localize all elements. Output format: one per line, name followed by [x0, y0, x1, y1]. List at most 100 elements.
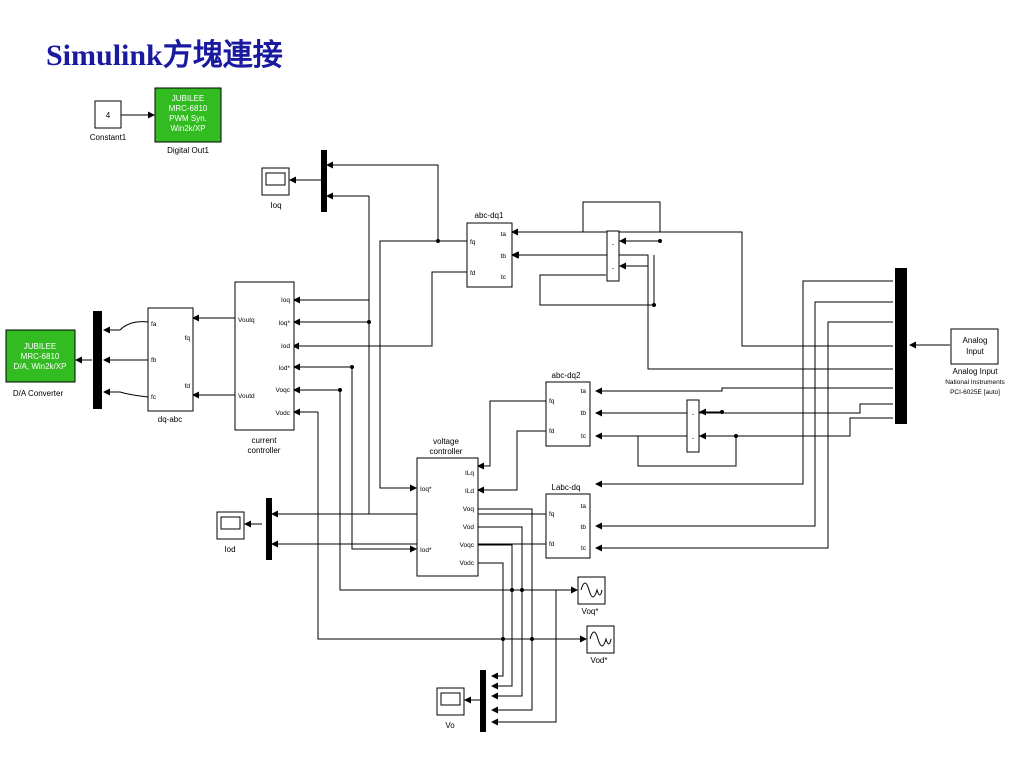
constant1-value: 4: [106, 111, 111, 120]
da-converter-block[interactable]: JUBILEE MRC-6810 D/A, Win2k/XP D/A Conve…: [5, 329, 76, 398]
port-label: Voutd: [238, 393, 255, 400]
iod-scope-label: Iod: [224, 545, 235, 554]
digital-out1-block[interactable]: JUBILEE MRC-6810 PWM Syn. Win2k/XP Digit…: [154, 87, 222, 155]
da-converter-line: MRC-6810: [21, 352, 60, 361]
dq-abc-block[interactable]: fa fb fc fq fd dq-abc: [147, 307, 194, 424]
labc-dq-label: Labc-dq: [552, 483, 581, 492]
vo-mux-bar[interactable]: [480, 670, 486, 732]
scope-screen-icon: [220, 516, 241, 530]
port-label: fq: [470, 239, 476, 246]
port-label: Vodc: [460, 560, 475, 567]
vo-scope-label: Vo: [445, 721, 455, 730]
analog-demux-bar[interactable]: [895, 268, 907, 424]
current-controller-label: controller: [248, 446, 281, 455]
port-label: Ioq*: [420, 486, 432, 493]
minus-sign: -: [612, 241, 614, 248]
port-label: tb: [581, 410, 587, 417]
analog-input-label: PCI-6025E [auto]: [950, 389, 1000, 396]
abc-dq2-block[interactable]: abc-dq2 ta tb tc fq fd: [545, 371, 591, 447]
port-label: tb: [581, 524, 587, 531]
port-label: Vod: [463, 524, 475, 531]
signal-wires: [75, 111, 950, 726]
port-label: fd: [470, 270, 476, 277]
da-converter-line: D/A, Win2k/XP: [14, 362, 67, 371]
port-label: ILd: [465, 488, 474, 495]
digital-out1-label: Digital Out1: [167, 146, 209, 155]
port-label: tb: [501, 253, 507, 260]
minus-sign: -: [692, 411, 694, 418]
abc-dq1-block[interactable]: abc-dq1 ta tb tc fq fd: [466, 211, 513, 288]
port-label: Voqc: [276, 387, 291, 394]
da-converter-label: D/A Converter: [13, 389, 64, 398]
digital-out1-line: JUBILEE: [172, 94, 204, 103]
abc-dq2-label: abc-dq2: [552, 371, 581, 380]
port-label: Iod*: [420, 547, 432, 554]
da-mux-bar[interactable]: [93, 311, 102, 409]
port-label: fd: [185, 383, 191, 390]
port-label: fq: [549, 511, 555, 518]
analog-input-line: Analog: [963, 336, 988, 345]
port-label: Iod: [281, 343, 290, 350]
voq-scope-label: Voq*: [582, 607, 599, 616]
port-label: ta: [501, 231, 507, 238]
iod-scope[interactable]: Iod: [216, 511, 245, 554]
analog-input-block[interactable]: Analog Input Analog Input National Instr…: [945, 328, 1006, 396]
scope-screen-icon: [265, 172, 286, 186]
vod-scope-label: Vod*: [591, 656, 608, 665]
voq-scope[interactable]: Voq*: [577, 576, 606, 616]
digital-out1-line: MRC-6810: [169, 104, 208, 113]
constant1-label: Constant1: [90, 133, 127, 142]
port-label: fc: [151, 394, 157, 401]
voltage-controller-block[interactable]: voltage controller Ioq* Iod* ILq ILd Voq…: [416, 437, 479, 577]
current-controller-label: current: [252, 436, 278, 445]
ioq-scope-label: Ioq: [270, 201, 281, 210]
vod-scope[interactable]: Vod*: [586, 625, 615, 665]
sine-wave-icon: [580, 582, 603, 598]
current-controller-block[interactable]: Voutq Voutd Ioq Ioq* Iod Iod* Voqc Vodc …: [234, 281, 295, 455]
labc-dq-block[interactable]: Labc-dq ta tb tc fq fd: [545, 483, 591, 559]
port-label: Iod*: [278, 365, 290, 372]
minus-sign: -: [612, 265, 614, 272]
sine-wave-icon: [589, 631, 612, 647]
sum-block-1[interactable]: - -: [606, 230, 620, 282]
digital-out1-line: Win2k/XP: [170, 124, 205, 133]
sum-block-2[interactable]: - -: [686, 399, 700, 453]
constant1-block[interactable]: 4 Constant1: [90, 100, 127, 142]
port-label: Voutq: [238, 317, 255, 324]
port-label: ILq: [465, 470, 474, 477]
abc-dq1-label: abc-dq1: [475, 211, 504, 220]
port-label: fd: [549, 428, 555, 435]
port-label: Voq: [463, 506, 475, 513]
dq-abc-label: dq-abc: [158, 415, 182, 424]
port-label: tc: [581, 545, 587, 552]
vo-scope[interactable]: Vo: [436, 687, 465, 730]
voltage-controller-label: voltage: [433, 437, 459, 446]
port-label: Ioq: [281, 297, 290, 304]
port-label: tc: [501, 274, 507, 281]
port-label: ta: [581, 503, 587, 510]
port-label: ta: [581, 388, 587, 395]
port-label: fb: [151, 357, 157, 364]
port-label: Ioq*: [278, 320, 290, 327]
port-label: Voqc: [460, 542, 475, 549]
minus-sign: -: [692, 435, 694, 442]
analog-input-line: Input: [966, 347, 985, 356]
ioq-mux-bar[interactable]: [321, 150, 327, 212]
port-label: fq: [549, 398, 555, 405]
page-title: Simulink方塊連接: [46, 39, 283, 72]
port-label: Vodc: [276, 410, 291, 417]
wire-junctions: [338, 239, 738, 641]
voltage-controller-label: controller: [430, 447, 463, 456]
analog-input-label: Analog Input: [953, 367, 999, 376]
port-label: fa: [151, 321, 157, 328]
port-label: tc: [581, 433, 587, 440]
iod-mux-bar[interactable]: [266, 498, 272, 560]
digital-out1-line: PWM Syn.: [169, 114, 207, 123]
ioq-scope[interactable]: Ioq: [261, 167, 290, 210]
scope-screen-icon: [440, 692, 461, 706]
da-converter-line: JUBILEE: [24, 342, 56, 351]
port-label: fq: [185, 335, 191, 342]
analog-input-label: National Instruments: [945, 379, 1005, 386]
port-label: fd: [549, 541, 555, 548]
